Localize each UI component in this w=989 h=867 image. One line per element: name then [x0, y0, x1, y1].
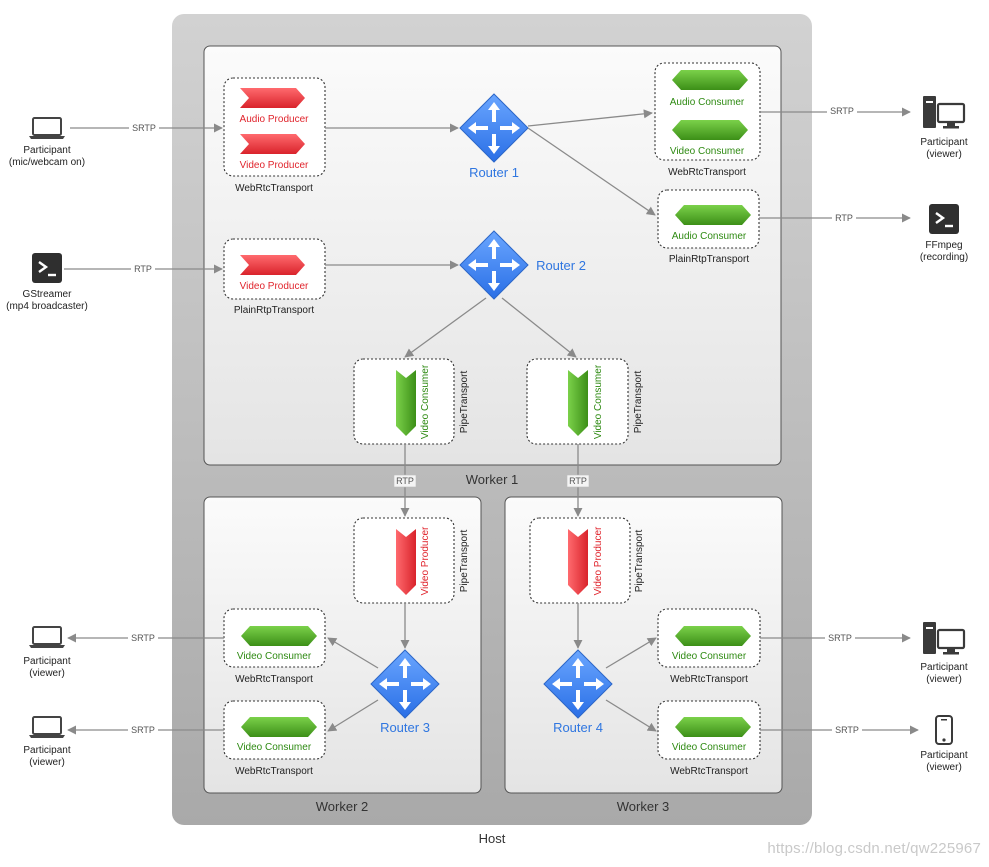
audio-producer-label: Audio Producer — [240, 114, 310, 125]
w1-plain-out-label: PlainRtpTransport — [669, 254, 749, 265]
w2-pipe-video-producer-label: Video Producer — [420, 526, 431, 595]
viewer-desktop-bottom-icon — [921, 620, 966, 656]
w1-webrtc-out-label: WebRtcTransport — [668, 167, 746, 178]
w1-plain-in-label: PlainRtpTransport — [234, 305, 314, 316]
w3-pipe-video-producer-label: Video Producer — [593, 526, 604, 595]
router-4-label: Router 4 — [553, 720, 603, 735]
w1-pipe-a-label: PipeTransport — [459, 371, 470, 434]
viewer-laptop-a-icon — [28, 626, 66, 649]
pipe-b-video-consumer-label: Video Consumer — [593, 364, 604, 439]
worker-2-label: Worker 2 — [316, 799, 369, 814]
protocol-tag-rtp-pipe-a: RTP — [396, 476, 414, 486]
host-label: Host — [479, 831, 506, 846]
w1-audio-consumer-shape — [672, 70, 748, 90]
video-producer-shape — [240, 134, 305, 154]
watermark-text: https://blog.csdn.net/qw225967 — [767, 840, 981, 857]
w2-webrtc-a-label: WebRtcTransport — [235, 674, 313, 685]
protocol-tag-srtp-w3-a: SRTP — [828, 633, 852, 643]
gstreamer-video-producer-shape — [240, 255, 305, 275]
w1-webrtc-in-label: WebRtcTransport — [235, 183, 313, 194]
w2-webrtc-b-label: WebRtcTransport — [235, 766, 313, 777]
ffmpeg-terminal-icon — [927, 202, 961, 236]
gstreamer-terminal-icon — [30, 251, 64, 285]
protocol-tag-srtp-in: SRTP — [132, 123, 156, 133]
edge-router-2-to-pipe-b — [501, 297, 577, 358]
pipe-b-video-consumer-shape — [568, 370, 588, 436]
w3-pipe-label: PipeTransport — [634, 530, 645, 593]
viewer-phone-icon — [935, 715, 953, 745]
protocol-tag-srtp-viewer-top: SRTP — [830, 106, 854, 116]
w1-audio-consumer-label: Audio Consumer — [670, 97, 745, 108]
pipe-a-video-consumer-shape — [396, 370, 416, 436]
participant-cam-detail: (mic/webcam on) — [9, 157, 85, 168]
edge-router-4-to-consumer-a — [605, 637, 657, 669]
viewer-laptop-b-icon — [28, 716, 66, 739]
gstreamer-name: GStreamer — [23, 289, 73, 300]
viewer-phone-name: Participant — [920, 750, 967, 761]
edge-router-1-to-webrtc-out — [527, 109, 653, 127]
viewer-desktop-bottom-detail: (viewer) — [926, 674, 962, 685]
protocol-tag-srtp-phone: SRTP — [835, 725, 859, 735]
ffmpeg-detail: (recording) — [920, 252, 968, 263]
pipe-a-video-consumer-label: Video Consumer — [420, 364, 431, 439]
w3-webrtc-a-label: WebRtcTransport — [670, 674, 748, 685]
w2-video-consumer-b-shape — [241, 717, 317, 737]
worker-1-label: Worker 1 — [466, 472, 519, 487]
w2-video-consumer-a-shape — [241, 626, 317, 646]
protocol-tag-rtp-ffmpeg: RTP — [835, 213, 853, 223]
w2-pipe-label: PipeTransport — [459, 530, 470, 593]
viewer-desktop-bottom-name: Participant — [920, 662, 967, 673]
viewer-laptop-a-detail: (viewer) — [29, 668, 65, 679]
edge-router-4-to-consumer-b — [605, 699, 657, 732]
protocol-tag-srtp-w2-a: SRTP — [131, 633, 155, 643]
router-3-label: Router 3 — [380, 720, 430, 735]
protocol-tag-srtp-w2-b: SRTP — [131, 725, 155, 735]
ffmpeg-name: FFmpeg — [925, 240, 962, 251]
protocol-tag-rtp-pipe-b: RTP — [569, 476, 587, 486]
viewer-laptop-a-name: Participant — [23, 656, 70, 667]
w1-pipe-b-label: PipeTransport — [633, 371, 644, 434]
audio-producer-shape — [240, 88, 305, 108]
w2-video-consumer-b-label: Video Consumer — [237, 742, 312, 753]
w3-video-consumer-b-shape — [675, 717, 751, 737]
participant-laptop-icon — [28, 117, 66, 140]
gstreamer-video-producer-label: Video Producer — [240, 281, 309, 292]
viewer-laptop-b-name: Participant — [23, 745, 70, 756]
viewer-desktop-top-icon — [921, 94, 966, 130]
ffmpeg-audio-consumer-shape — [675, 205, 751, 225]
w1-video-consumer-shape — [672, 120, 748, 140]
w3-video-consumer-a-shape — [675, 626, 751, 646]
edge-router-3-to-consumer-a — [327, 637, 379, 669]
router-2-label: Router 2 — [536, 258, 586, 273]
edge-router-1-to-plain-out — [527, 127, 656, 216]
w3-video-consumer-a-label: Video Consumer — [672, 651, 747, 662]
worker-3-label: Worker 3 — [617, 799, 670, 814]
w3-webrtc-b-label: WebRtcTransport — [670, 766, 748, 777]
protocol-tag-rtp-in: RTP — [134, 264, 152, 274]
edge-router-3-to-consumer-b — [327, 699, 379, 732]
viewer-phone-detail: (viewer) — [926, 762, 962, 773]
w1-video-consumer-label: Video Consumer — [670, 146, 745, 157]
router-1-label: Router 1 — [469, 165, 519, 180]
viewer-desktop-top-detail: (viewer) — [926, 149, 962, 160]
participant-cam-name: Participant — [23, 145, 70, 156]
w2-pipe-video-producer-shape — [396, 529, 416, 595]
gstreamer-detail: (mp4 broadcaster) — [6, 301, 88, 312]
viewer-desktop-top-name: Participant — [920, 137, 967, 148]
viewer-laptop-b-detail: (viewer) — [29, 757, 65, 768]
edge-router-2-to-pipe-a — [404, 297, 487, 358]
ffmpeg-audio-consumer-label: Audio Consumer — [672, 231, 747, 242]
w3-video-consumer-b-label: Video Consumer — [672, 742, 747, 753]
w3-pipe-video-producer-shape — [568, 529, 588, 595]
w2-video-consumer-a-label: Video Consumer — [237, 651, 312, 662]
video-producer-label: Video Producer — [240, 160, 309, 171]
